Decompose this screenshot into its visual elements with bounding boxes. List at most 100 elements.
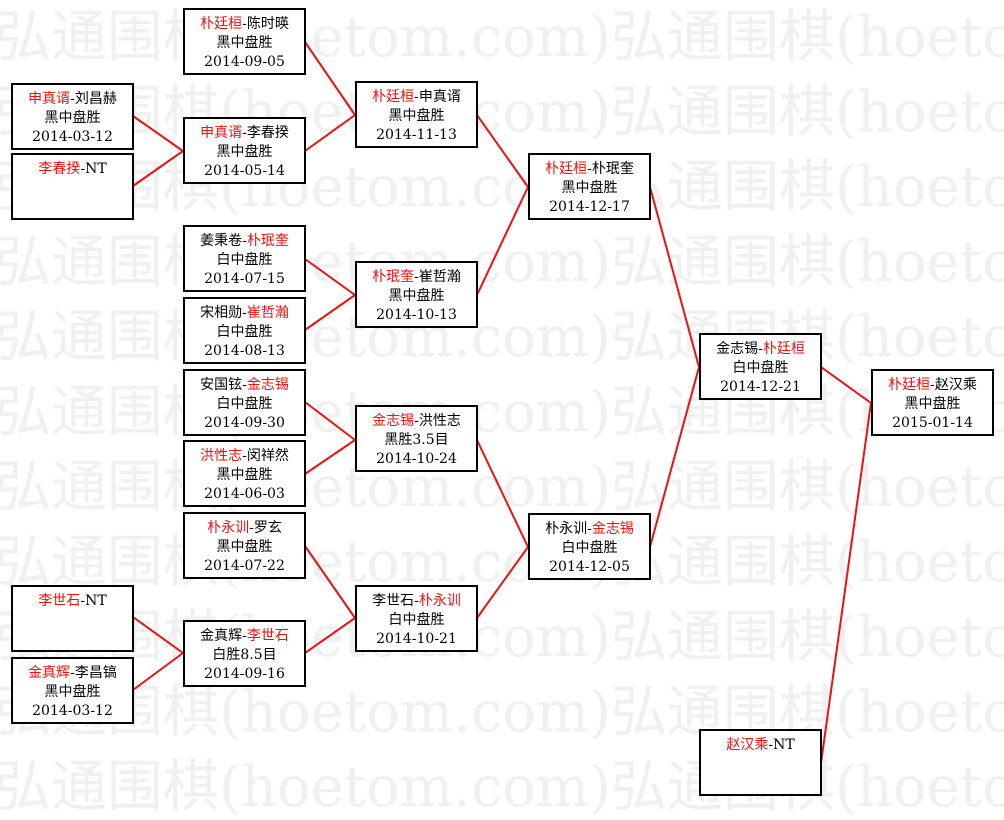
match-box: 李世石-NT [11, 585, 134, 652]
player-1: 金真辉 [28, 665, 71, 681]
connector-line [304, 294, 356, 331]
connector-line [132, 652, 184, 691]
match-box: 朴珉奎-崔哲瀚 黑中盘胜 2014-10-13 [355, 261, 478, 328]
player-2: 陈时暎 [246, 16, 289, 32]
connector-line [476, 114, 529, 188]
match-box: 朴永训-金志锡 白中盘胜 2014-12-05 [528, 513, 651, 580]
match-players: 朴廷桓-陈时暎 [200, 16, 289, 32]
match-date: 2014-03-12 [32, 703, 113, 719]
match-date: 2014-10-24 [376, 451, 457, 467]
connector-line [304, 545, 356, 619]
match-result: 黑胜3.5目 [384, 432, 449, 448]
match-box: 安国铉-金志锡 白中盘胜 2014-09-30 [183, 369, 306, 436]
match-players: 安国铉-金志锡 [200, 377, 289, 393]
player-1: 李春揆 [38, 161, 81, 177]
match-date: 2014-10-13 [376, 307, 457, 323]
match-players: 金志锡-朴廷桓 [716, 341, 805, 357]
player-1: 朴廷桓 [888, 377, 931, 393]
match-result: 黑中盘胜 [216, 35, 273, 51]
match-result: 黑中盘胜 [44, 110, 101, 126]
connector-line [820, 366, 872, 404]
match-box: 金志锡-朴廷桓 白中盘胜 2014-12-21 [699, 333, 822, 400]
match-players: 朴廷桓-赵汉乘 [888, 377, 977, 393]
connector-line [132, 616, 184, 654]
match-result: 黑中盘胜 [388, 288, 445, 304]
match-box: 金真辉-李昌镐 黑中盘胜 2014-03-12 [11, 657, 134, 724]
player-2: 崔哲瀚 [246, 305, 289, 321]
player-2: 崔哲瀚 [418, 269, 461, 285]
player-1: 安国铉 [200, 377, 243, 393]
connector-line [476, 439, 529, 548]
connector-line [304, 41, 356, 116]
player-1: 朴永训 [545, 521, 588, 537]
match-box: 金志锡-洪性志 黑胜3.5目 2014-10-24 [355, 405, 478, 472]
match-players: 赵汉乘-NT [726, 737, 795, 753]
match-box: 朴廷桓-陈时暎 黑中盘胜 2014-09-05 [183, 8, 306, 75]
match-players: 姜秉卷-朴珉奎 [200, 233, 289, 249]
match-date: 2014-10-21 [376, 631, 457, 647]
player-2: 金志锡 [246, 377, 289, 393]
match-result: 白中盘胜 [216, 252, 273, 268]
match-result: 白中盘胜 [732, 360, 789, 376]
match-players: 申真谞-李春揆 [200, 125, 289, 141]
match-date: 2014-03-12 [32, 129, 113, 145]
match-players: 宋相勋-崔哲瀚 [200, 305, 289, 321]
match-box: 朴廷桓-赵汉乘 黑中盘胜 2015-01-14 [871, 369, 994, 436]
player-2: NT [85, 161, 107, 177]
player-2: 李春揆 [246, 125, 289, 141]
match-box: 李春揆-NT [11, 153, 134, 220]
player-1: 李世石 [38, 593, 81, 609]
player-2: 李昌镐 [74, 665, 117, 681]
player-2: NT [85, 593, 107, 609]
player-2: 李世石 [246, 628, 289, 644]
match-result: 白胜8.5目 [212, 647, 277, 663]
match-result: 白中盘胜 [561, 540, 618, 556]
match-date: 2014-12-05 [549, 559, 630, 575]
player-1: 朴廷桓 [545, 161, 588, 177]
player-2: 罗玄 [253, 520, 282, 536]
player-1: 姜秉卷 [200, 233, 243, 249]
player-2: 赵汉乘 [934, 377, 977, 393]
match-box: 姜秉卷-朴珉奎 白中盘胜 2014-07-15 [183, 225, 306, 292]
match-date: 2014-11-13 [376, 127, 457, 143]
match-date: 2014-12-17 [549, 199, 630, 215]
player-2: 朴廷桓 [762, 341, 805, 357]
player-1: 金真辉 [200, 628, 243, 644]
match-date: 2014-07-15 [204, 271, 285, 287]
player-2: 朴永训 [418, 593, 461, 609]
match-result: 黑中盘胜 [216, 539, 273, 555]
match-box: 洪性志-闵祥然 黑中盘胜 2014-06-03 [183, 440, 306, 507]
match-players: 朴永训-罗玄 [207, 520, 282, 536]
connector-line [476, 546, 529, 619]
match-players: 申真谞-刘昌赫 [28, 91, 117, 107]
match-date: 2014-09-05 [204, 54, 285, 70]
match-box: 申真谞-刘昌赫 黑中盘胜 2014-03-12 [11, 83, 134, 150]
match-date: 2014-08-13 [204, 343, 285, 359]
player-1: 李世石 [372, 593, 415, 609]
match-players: 金志锡-洪性志 [372, 413, 461, 429]
connector-line [304, 439, 356, 475]
match-players: 朴廷桓-朴珉奎 [545, 161, 634, 177]
player-2: 刘昌赫 [74, 91, 117, 107]
match-box: 朴廷桓-朴珉奎 黑中盘胜 2014-12-17 [528, 153, 651, 220]
connector-line [304, 401, 356, 441]
match-date: 2014-05-14 [204, 163, 285, 179]
connector-line [304, 258, 356, 296]
player-2: 金志锡 [591, 521, 634, 537]
connector-line [304, 617, 356, 654]
connector-line [304, 114, 356, 152]
player-1: 宋相勋 [200, 305, 243, 321]
player-1: 申真谞 [28, 91, 71, 107]
match-date: 2014-06-03 [204, 486, 285, 502]
player-2: 朴珉奎 [591, 161, 634, 177]
player-2: 洪性志 [418, 413, 461, 429]
player-1: 朴珉奎 [372, 269, 415, 285]
match-box: 申真谞-李春揆 黑中盘胜 2014-05-14 [183, 117, 306, 184]
match-players: 李世石-朴永训 [372, 593, 461, 609]
player-2: NT [773, 737, 795, 753]
player-1: 申真谞 [200, 125, 243, 141]
connector-line [132, 115, 184, 152]
player-1: 朴廷桓 [372, 89, 415, 105]
player-2: 朴珉奎 [246, 233, 289, 249]
player-1: 洪性志 [200, 448, 243, 464]
